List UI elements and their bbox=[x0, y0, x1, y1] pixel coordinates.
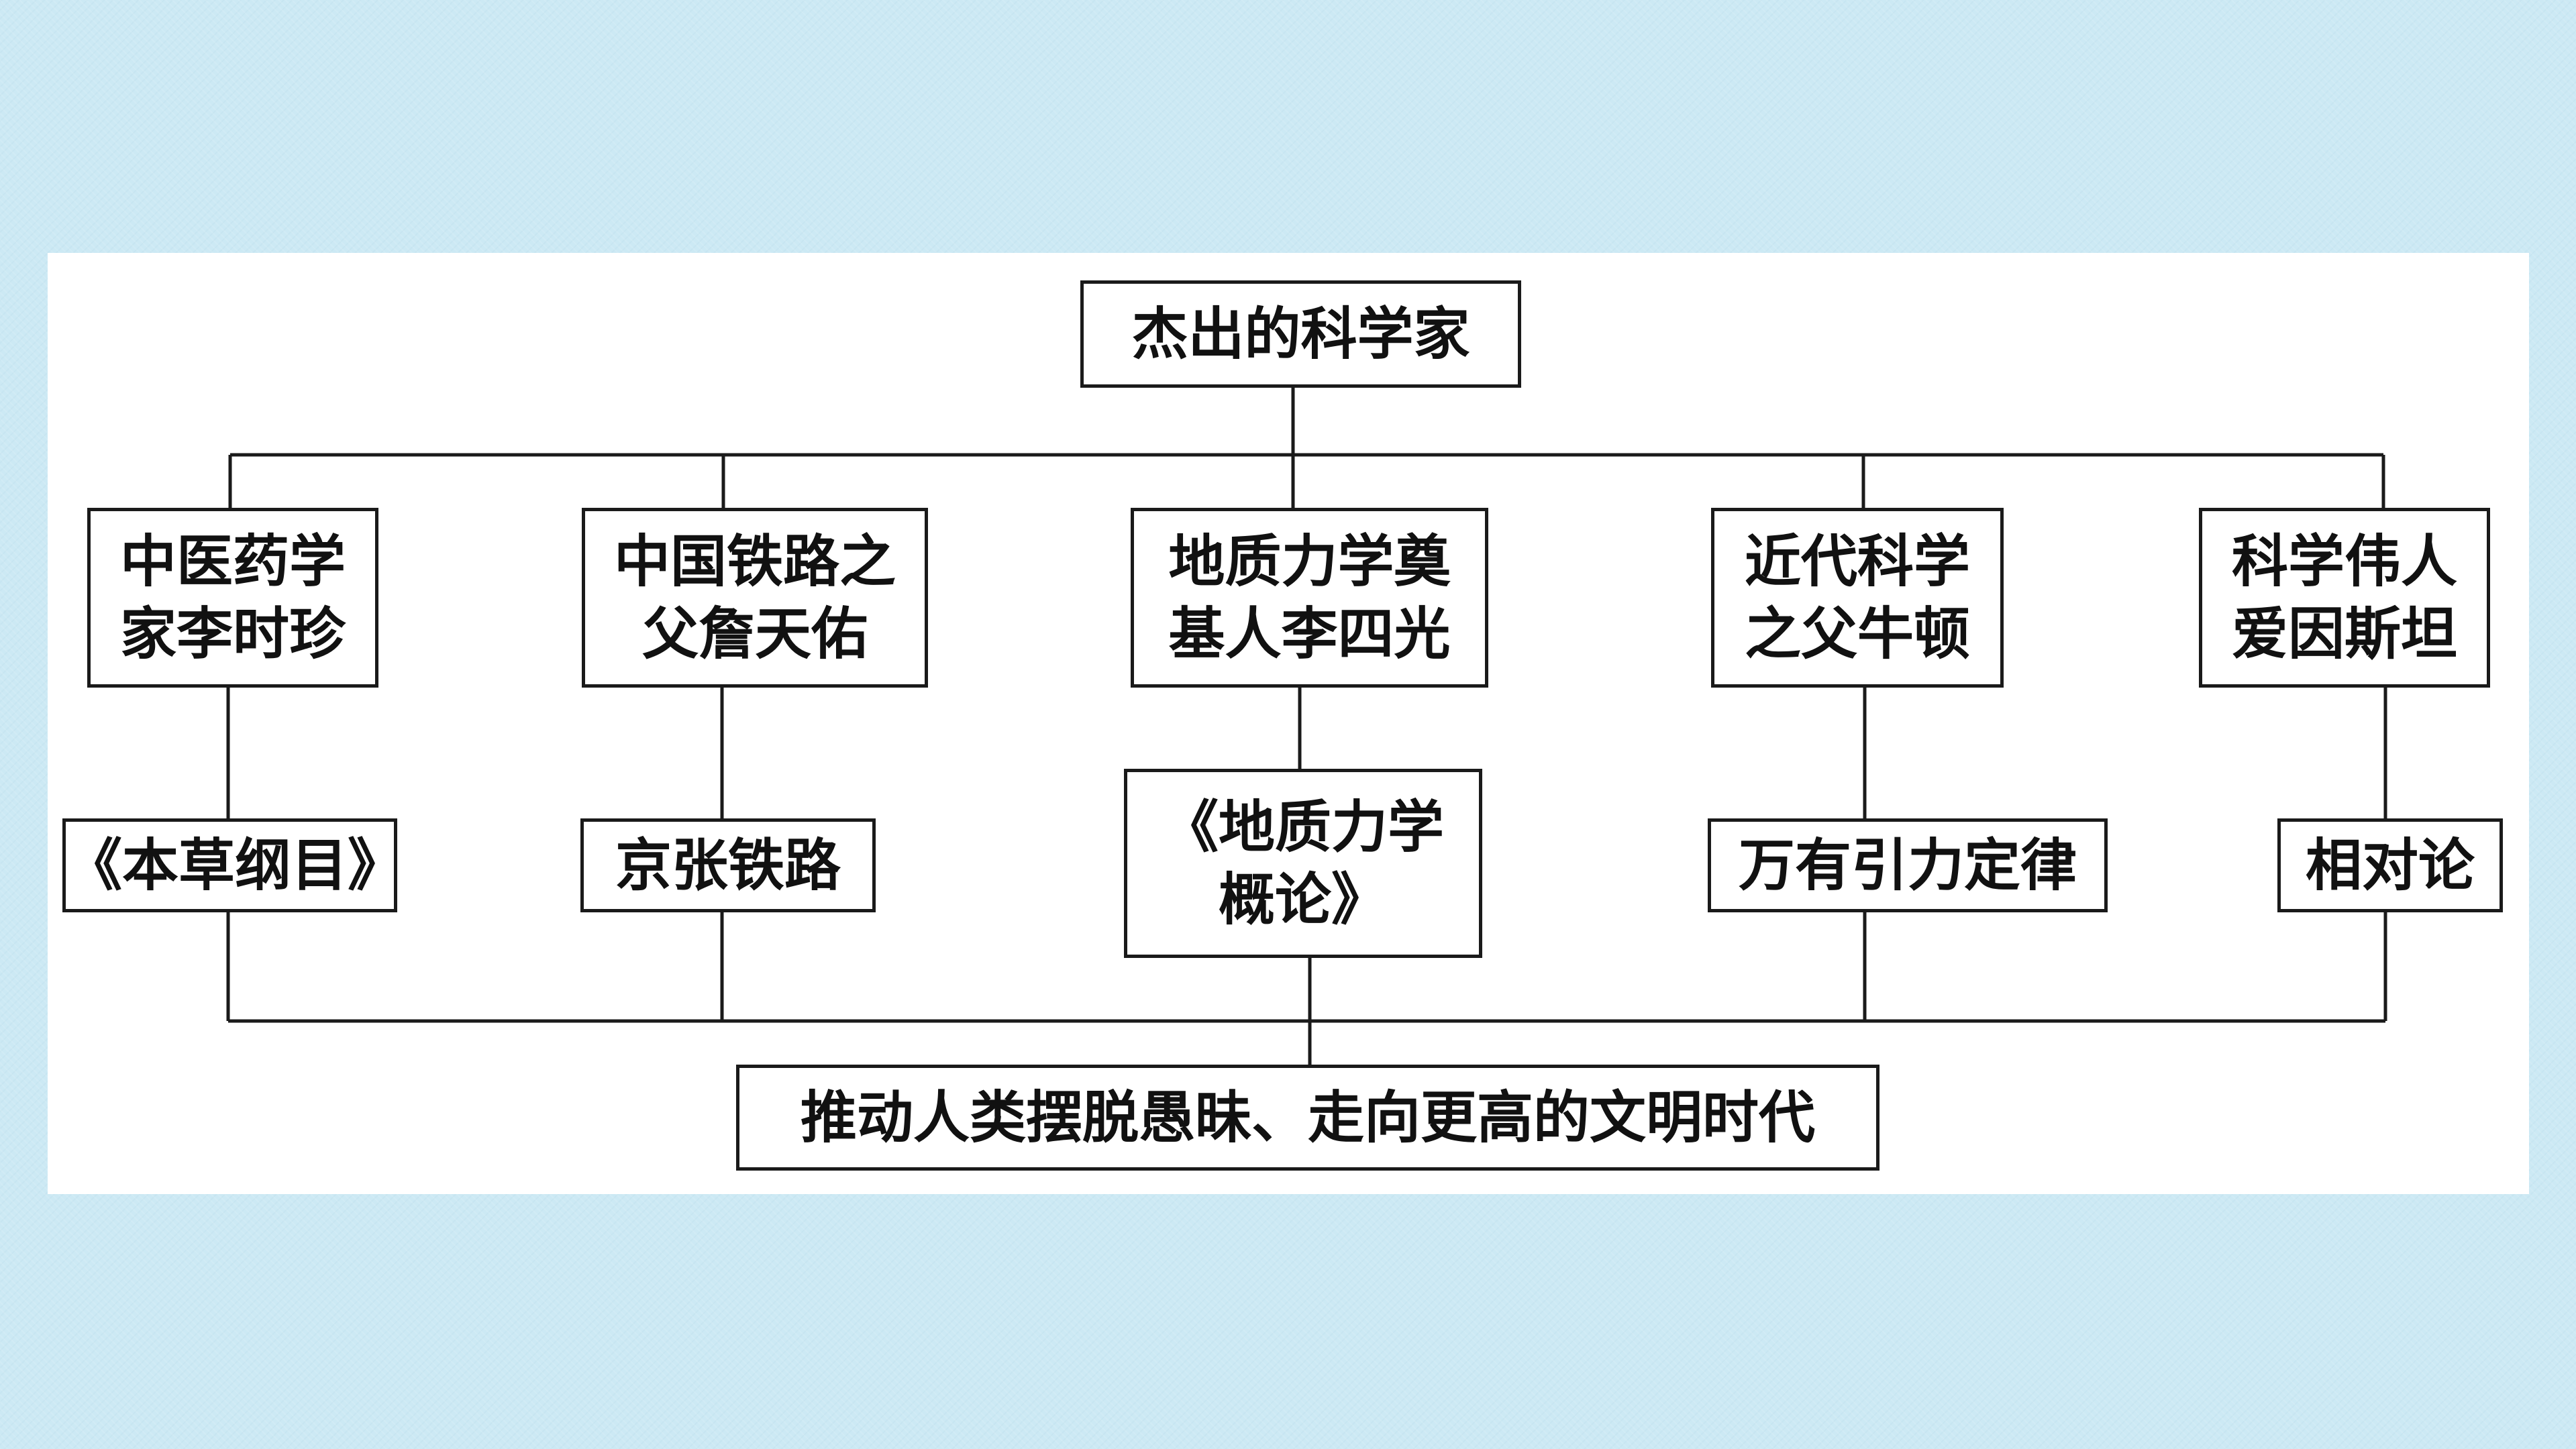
scientist-title: 中医药学 家李时珍 bbox=[119, 528, 346, 667]
work-box-geomechanics: 《地质力学 概论》 bbox=[1124, 769, 1482, 958]
work-label: 京张铁路 bbox=[615, 832, 841, 898]
work-label: 《地质力学 概论》 bbox=[1162, 794, 1444, 932]
scientist-box-newton: 近代科学 之父牛顿 bbox=[1711, 508, 2004, 688]
scientist-box-li-shizhen: 中医药学 家李时珍 bbox=[87, 508, 378, 688]
work-label: 相对论 bbox=[2305, 832, 2475, 898]
work-box-jingzhang-railway: 京张铁路 bbox=[580, 818, 876, 912]
root-box: 杰出的科学家 bbox=[1080, 280, 1521, 388]
work-label: 万有引力定律 bbox=[1738, 832, 2077, 898]
scientist-title: 近代科学 之父牛顿 bbox=[1744, 528, 1970, 667]
conclusion-label: 推动人类摆脱愚昧、走向更高的文明时代 bbox=[800, 1084, 1815, 1150]
scientist-title: 中国铁路之 父詹天佑 bbox=[613, 528, 896, 667]
work-box-relativity: 相对论 bbox=[2277, 818, 2503, 912]
work-box-gravitation: 万有引力定律 bbox=[1708, 818, 2108, 912]
work-label: 《本草纲目》 bbox=[66, 832, 405, 898]
conclusion-box: 推动人类摆脱愚昧、走向更高的文明时代 bbox=[736, 1065, 1879, 1171]
diagram-panel bbox=[48, 253, 2529, 1194]
scientist-box-li-siguang: 地质力学奠 基人李四光 bbox=[1131, 508, 1488, 688]
scientist-title: 地质力学奠 基人李四光 bbox=[1168, 528, 1451, 667]
scientist-box-zhan-tianyou: 中国铁路之 父詹天佑 bbox=[582, 508, 928, 688]
scientist-title: 科学伟人 爱因斯坦 bbox=[2231, 528, 2457, 667]
scientist-box-einstein: 科学伟人 爱因斯坦 bbox=[2199, 508, 2490, 688]
root-label: 杰出的科学家 bbox=[1131, 301, 1470, 367]
work-box-bencao-gangmu: 《本草纲目》 bbox=[62, 818, 405, 912]
